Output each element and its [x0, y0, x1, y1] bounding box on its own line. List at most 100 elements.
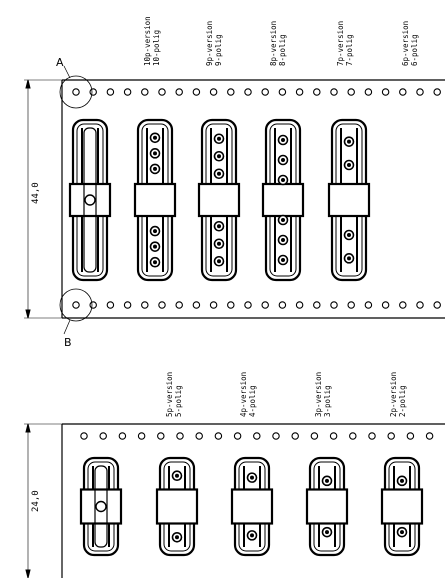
sprocket-hole — [387, 432, 395, 440]
connector-bottom-4 — [230, 456, 274, 557]
sprocket-hole — [214, 432, 223, 440]
bottom-connectors — [79, 456, 424, 557]
sprocket-hole — [192, 301, 201, 309]
sprocket-hole — [141, 88, 149, 96]
connector-body — [79, 488, 123, 525]
sprocket-hole — [89, 88, 97, 96]
sprocket-hole — [261, 301, 269, 309]
sprocket-hole — [313, 301, 321, 309]
sprocket-hole — [261, 88, 269, 96]
sprocket-hole — [364, 301, 373, 309]
contact-pin-center — [400, 478, 404, 483]
connector-bottom-blank — [79, 456, 123, 557]
connector-top-7 — [261, 118, 305, 282]
sprocket-hole — [295, 88, 304, 96]
bottom-height-dimension: 24,0 — [31, 490, 41, 512]
sprocket-hole — [425, 432, 434, 440]
sprocket-hole — [80, 432, 88, 440]
detail-circle-a — [59, 75, 93, 109]
top-height-dimension: 44,0 — [31, 182, 41, 204]
connector-body — [261, 182, 305, 218]
sprocket-hole — [416, 88, 424, 96]
sprocket-hole — [253, 432, 261, 440]
contact-pin-center — [281, 258, 285, 262]
sprocket-hole — [227, 88, 235, 96]
bottom-label-4p-line2: 4-polig — [248, 385, 257, 417]
bottom-sprocket-holes — [80, 432, 434, 440]
sprocket-hole — [158, 88, 166, 96]
connector-body — [380, 488, 424, 525]
sprocket-hole — [416, 301, 424, 309]
connector-bottom-3 — [305, 456, 349, 557]
sprocket-hole — [175, 301, 183, 309]
top-label-10p-line2: 10-polig — [152, 30, 161, 66]
marker-a: A — [56, 56, 64, 69]
top-sprocket-holes — [72, 88, 441, 309]
top-label-9p-line1: 9p-version — [205, 21, 214, 66]
top-label-6p-line2: 6-polig — [410, 34, 419, 66]
sprocket-hole — [209, 88, 218, 96]
sprocket-hole — [89, 301, 97, 309]
contact-pin-center — [325, 478, 329, 483]
contact-pin-center — [217, 241, 221, 246]
sprocket-hole — [244, 301, 252, 309]
contact-pin-center — [347, 256, 351, 261]
contact-pin-center — [217, 136, 221, 141]
sprocket-hole — [330, 88, 338, 96]
sprocket-hole — [244, 88, 252, 96]
contact-pin-center — [281, 178, 285, 182]
bottom-label-2p-line1: 2p-version — [389, 372, 398, 417]
contact-pin-center — [250, 533, 254, 538]
sprocket-hole — [123, 88, 132, 96]
contact-pin-center — [250, 475, 254, 480]
sprocket-hole — [158, 301, 166, 309]
sprocket-hole — [406, 432, 415, 440]
sprocket-hole — [313, 88, 321, 96]
connector-top-blank — [68, 118, 112, 282]
contact-pin-center — [281, 238, 285, 242]
sprocket-hole — [118, 432, 127, 440]
contact-pin-center — [217, 224, 221, 229]
sprocket-hole — [291, 432, 299, 440]
top-label-9p-line2: 9-polig — [214, 34, 223, 66]
sprocket-hole — [141, 301, 149, 309]
bottom-label-3p-line1: 3p-version — [314, 372, 323, 417]
bottom-label-5p-line2: 5-polig — [174, 385, 183, 417]
sprocket-hole — [175, 88, 183, 96]
sprocket-hole — [176, 432, 184, 440]
contact-pin-center — [325, 530, 329, 535]
connector-top-6 — [327, 118, 371, 282]
contact-pin-center — [400, 530, 404, 535]
top-connectors — [68, 118, 371, 282]
sprocket-hole — [157, 432, 165, 440]
contact-pin-center — [347, 139, 351, 144]
sprocket-hole — [278, 88, 287, 96]
sprocket-hole — [399, 88, 407, 96]
contact-pin-center — [175, 535, 179, 540]
contact-pin-center — [281, 218, 285, 222]
bottom-label-2p-line2: 2-polig — [398, 385, 407, 417]
contact-pin-center — [153, 135, 157, 140]
contact-pin-center — [153, 151, 157, 156]
sprocket-hole — [399, 301, 407, 309]
sprocket-hole — [106, 301, 115, 309]
sprocket-hole — [195, 432, 203, 440]
sprocket-hole — [364, 88, 373, 96]
sprocket-hole — [278, 301, 287, 309]
sprocket-hole — [233, 432, 242, 440]
connector-body — [305, 488, 349, 525]
blank-carrier — [94, 465, 108, 548]
connector-top-8 — [197, 118, 241, 282]
connector-top-9 — [133, 118, 177, 282]
top-labels: 10p-version 10-polig 9p-version 9-polig … — [143, 16, 419, 66]
connector-body — [68, 182, 112, 218]
contact-pin-center — [153, 244, 157, 249]
sprocket-hole — [329, 432, 338, 440]
contact-pin-center — [281, 138, 285, 142]
locating-hole — [84, 194, 96, 206]
sprocket-hole — [227, 301, 235, 309]
bottom-label-4p-line1: 4p-version — [239, 372, 248, 417]
sprocket-hole — [192, 88, 201, 96]
top-label-7p-line1: 7p-version — [336, 21, 345, 66]
contact-pin-center — [217, 154, 221, 159]
